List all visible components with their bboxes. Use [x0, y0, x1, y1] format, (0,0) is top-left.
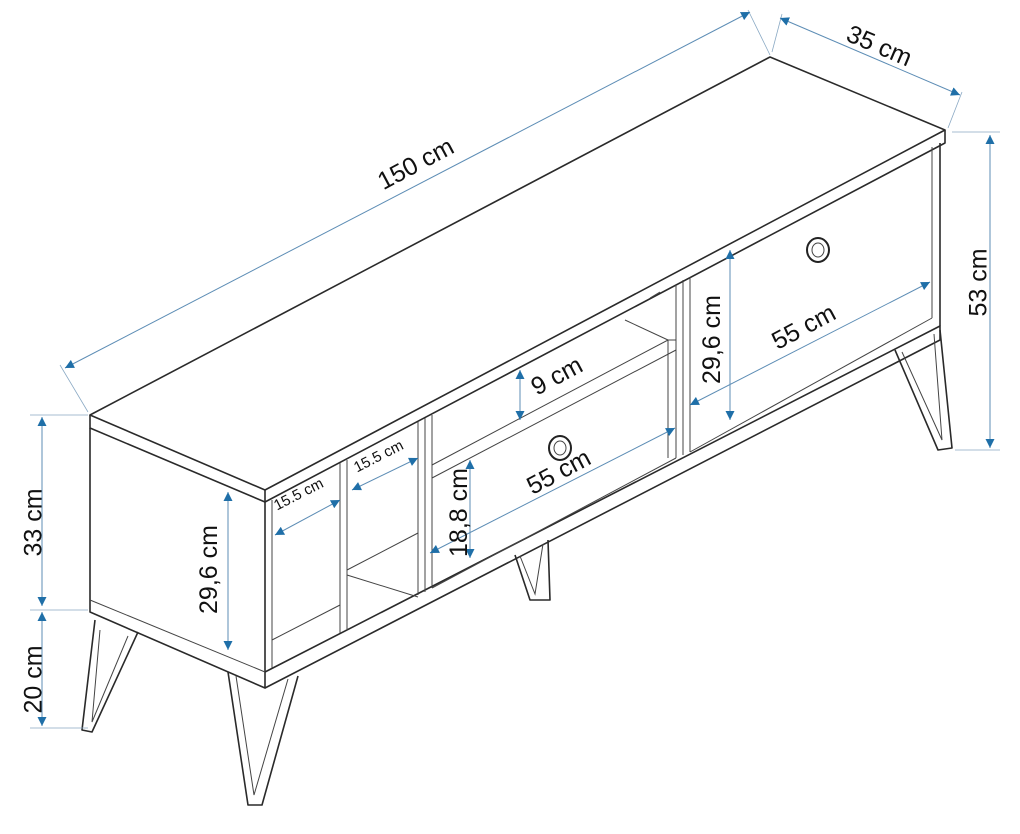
door-height-label: 29,6 cm	[697, 295, 726, 384]
total-height-label: 53 cm	[964, 248, 993, 317]
left-inner-height-label: 29,6 cm	[194, 525, 223, 614]
knob-icon	[806, 237, 830, 263]
body-height-label: 33 cm	[19, 488, 48, 557]
leg-height-label: 20 cm	[19, 645, 48, 714]
hairpin-legs	[81, 329, 953, 806]
drawer-height-label: 18,8 cm	[444, 468, 473, 557]
dimension-lines	[30, 9, 1000, 729]
